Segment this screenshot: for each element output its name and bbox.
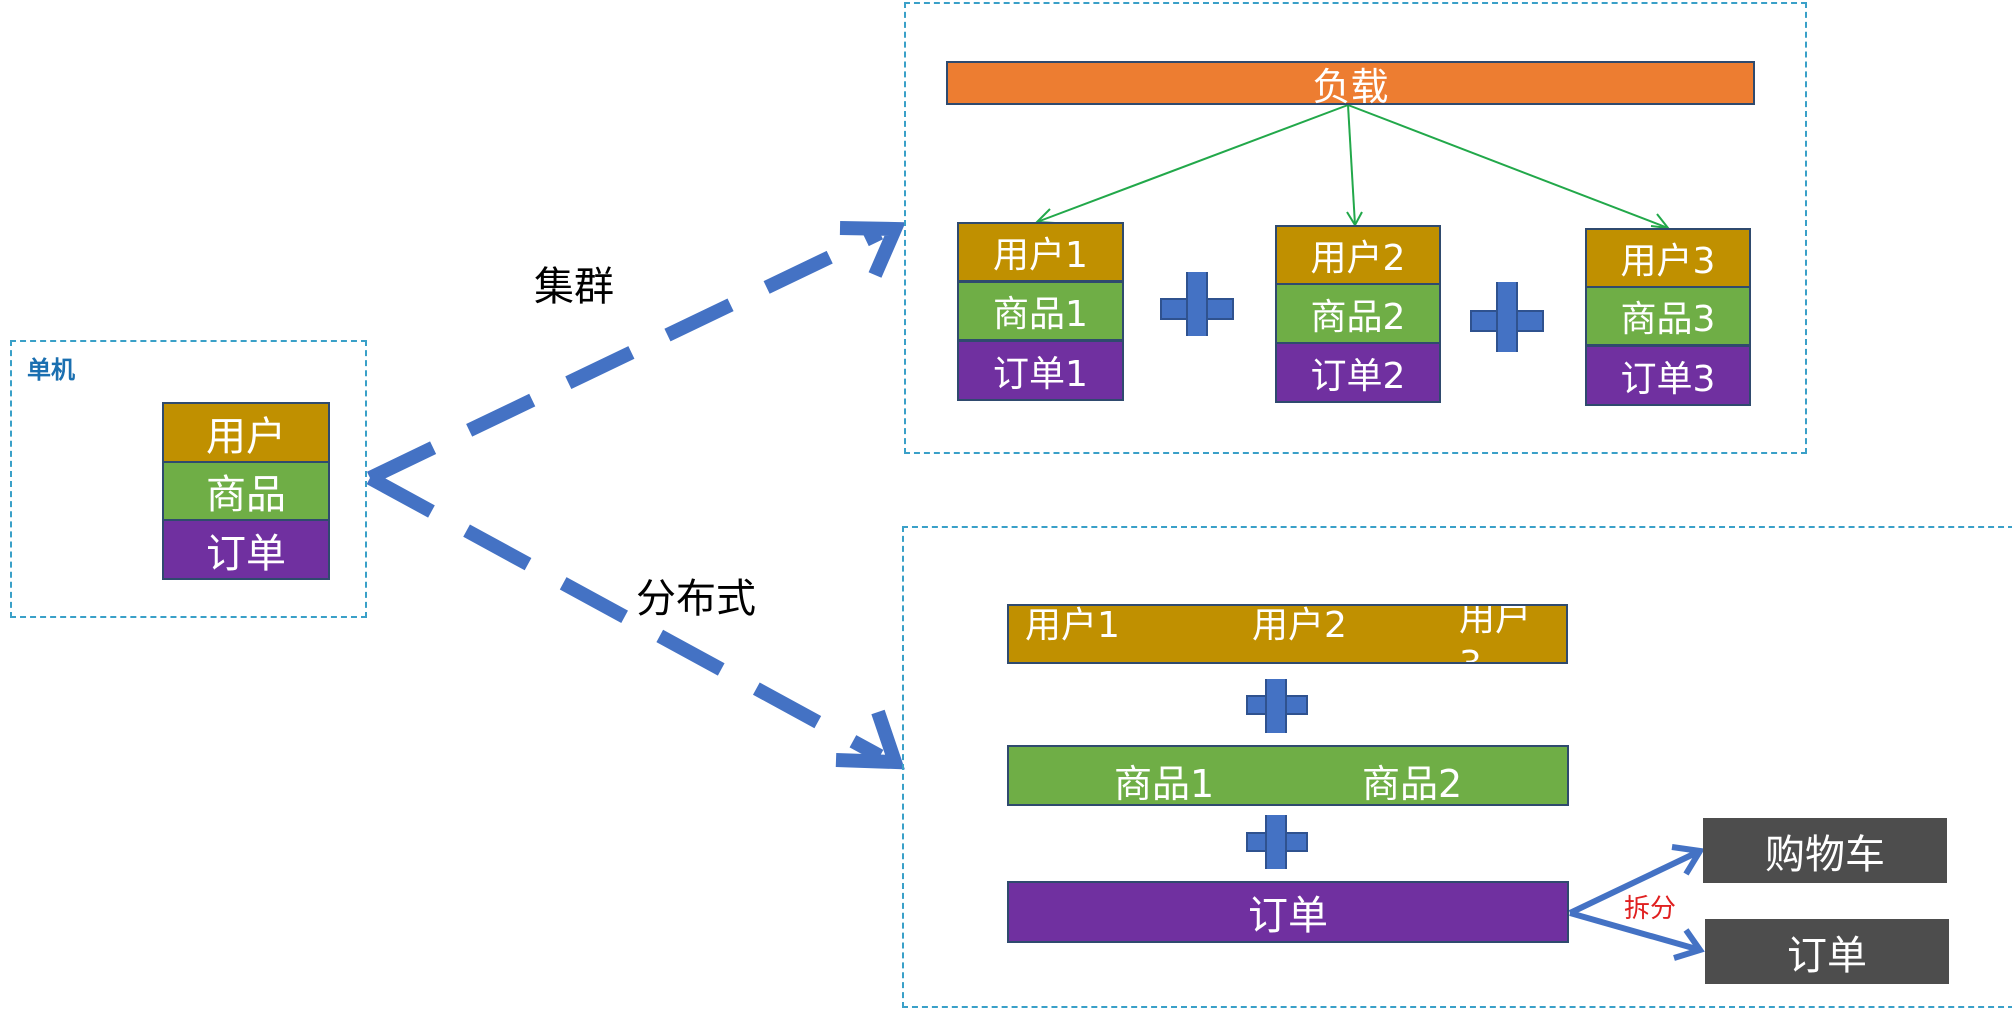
arrow-to-cluster: [366, 221, 906, 485]
distributed-user1: 用户1: [1025, 605, 1120, 646]
arrow-to-distributed: [366, 471, 905, 770]
cluster-node3-user: 用户3: [1585, 228, 1751, 288]
single-machine-frame: 单机: [10, 340, 367, 618]
distributed-users-bar: 用户1 用户2 用户3: [1007, 604, 1568, 664]
distributed-goods2: 商品2: [1362, 762, 1463, 806]
single-goods-block: 商品: [162, 461, 330, 521]
single-user-block: 用户: [162, 402, 330, 463]
single-order-block: 订单: [162, 519, 330, 580]
cart-service-block: 购物车: [1703, 818, 1947, 883]
cluster-node2-order: 订单2: [1275, 342, 1441, 403]
plus-icon: [1265, 679, 1287, 733]
cluster-node3-order: 订单3: [1585, 345, 1751, 406]
distributed-user3: 用户3: [1459, 604, 1532, 662]
cluster-frame: [904, 2, 1807, 454]
plus-icon: [1265, 815, 1287, 869]
cluster-node1-order: 订单1: [957, 340, 1124, 401]
distributed-label: 分布式: [636, 576, 756, 622]
split-label: 拆分: [1624, 894, 1677, 924]
distributed-user2: 用户2: [1252, 605, 1347, 646]
plus-icon: [1186, 272, 1208, 336]
distributed-goods-bar: 商品1 商品2: [1007, 745, 1569, 806]
cluster-node2-user: 用户2: [1275, 225, 1441, 285]
cluster-node2-goods: 商品2: [1275, 283, 1441, 344]
distributed-frame: [902, 526, 2012, 1008]
distributed-order-bar: 订单: [1007, 881, 1569, 943]
distributed-goods1: 商品1: [1114, 762, 1215, 806]
single-machine-title: 单机: [27, 356, 75, 384]
cluster-node1-goods: 商品1: [957, 281, 1124, 341]
plus-icon: [1496, 282, 1518, 352]
cluster-node3-goods: 商品3: [1585, 286, 1751, 346]
split-arrows: [1568, 844, 1705, 961]
order-service-block: 订单: [1705, 919, 1949, 984]
cluster-node1-user: 用户1: [957, 222, 1124, 282]
cluster-label: 集群: [534, 264, 614, 310]
load-balancer-bar: 负载: [946, 61, 1755, 109]
